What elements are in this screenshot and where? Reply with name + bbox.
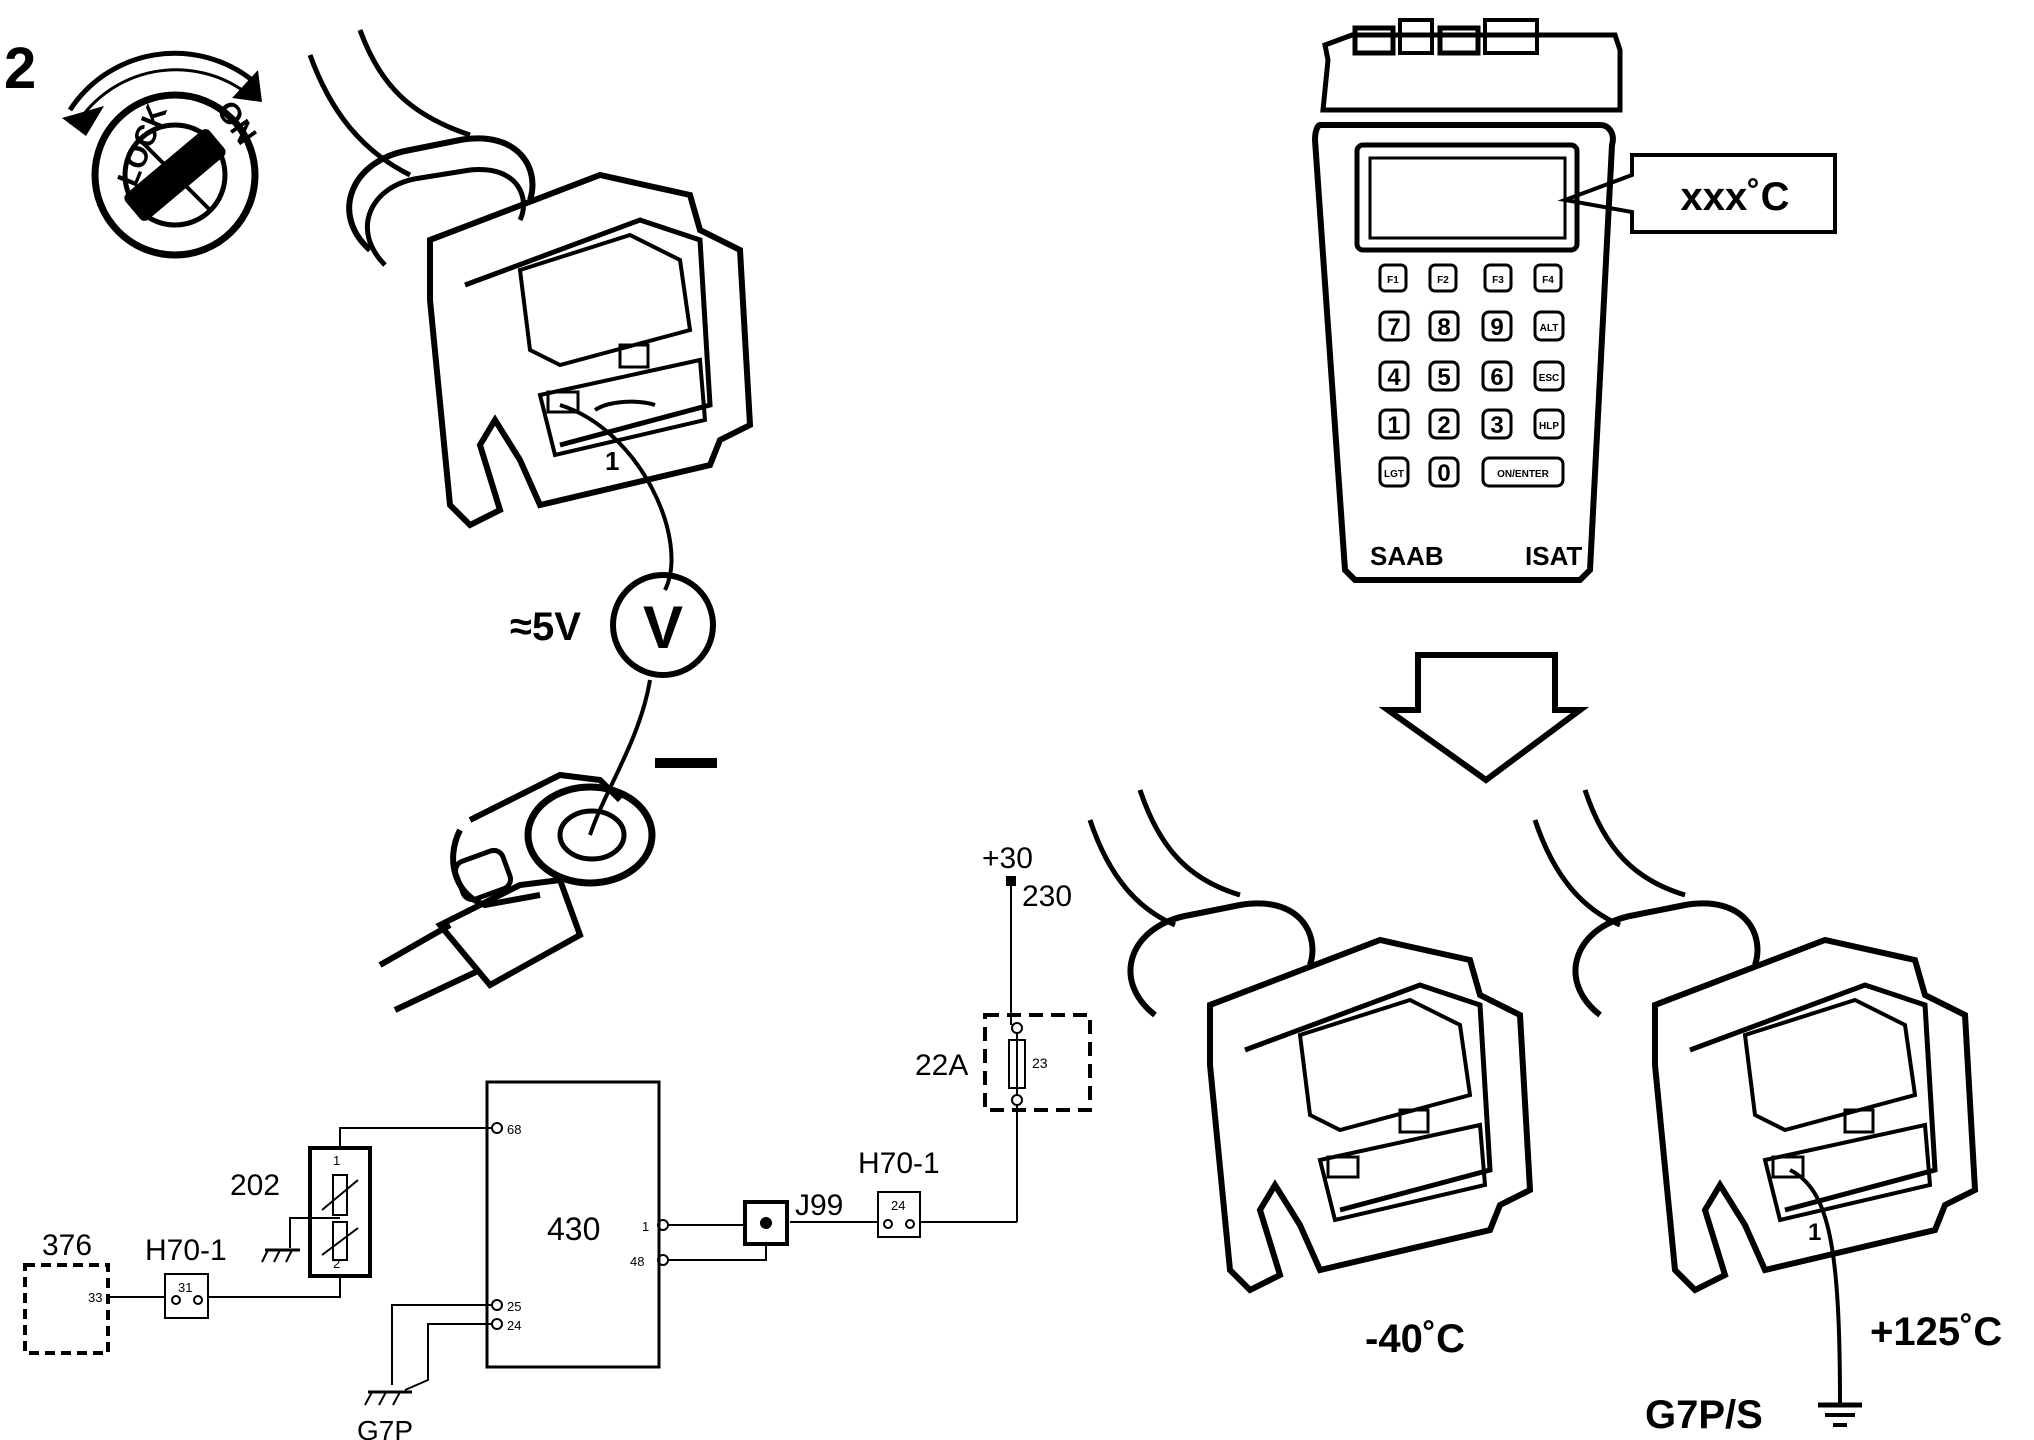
tester-key-label: F3 [1492,275,1504,286]
tester-key-label: ON/ENTER [1497,469,1549,480]
ecu-pin-25: 25 [507,1299,521,1314]
ecu-pin-48: 48 [630,1254,644,1269]
voltage-reading: ≈5V [510,605,581,649]
tester-brand: SAAB [1370,541,1444,571]
tester-key [1378,310,1410,342]
tester-key [1378,360,1410,392]
tester-key-label: HLP [1539,421,1559,432]
supply-label: +30 [982,842,1033,875]
tester-key-label: 7 [1387,314,1400,341]
junction-label: J99 [795,1189,843,1222]
connector-top-label: H70-1 [858,1147,940,1180]
tester-key [1533,310,1565,342]
tester-key-label: 6 [1490,364,1503,391]
step-number: 2 [4,36,36,101]
connector-bottom-pin: 31 [178,1280,192,1295]
tester-key [1533,408,1565,440]
ground-symbol-icon [1818,1402,1862,1427]
tester-model: ISAT [1525,541,1582,571]
connector-top-pin: 24 [891,1198,905,1213]
tester-key-label: F1 [1387,275,1399,286]
tester-key-label: 5 [1437,364,1450,391]
ground-terminal-drawing [378,771,656,1013]
tester-key-label: 3 [1490,412,1503,439]
tester-key [1378,408,1410,440]
tester-key [1428,310,1460,342]
connector-left-pin-label: 1 [605,446,619,476]
tester-key [1481,408,1513,440]
voltmeter-icon: V [610,572,716,678]
tester-key-f1 [1378,263,1408,293]
wiring-schematic: +30 230 22A 23 H70-1 24 J99 430 68 1 [23,842,1092,1440]
tester-key-label: F2 [1437,275,1449,286]
tester-key-label: 4 [1387,364,1401,391]
sensor-label: 202 [230,1169,280,1202]
tester-key [1428,360,1460,392]
tester-key [1428,456,1460,488]
display-callout: xxx˚C [1557,153,1837,234]
connector-bottom-label: H70-1 [145,1234,227,1267]
tester-key-label: 2 [1437,412,1450,439]
instrument-label: 376 [42,1229,92,1262]
display-value: xxx˚C [1681,175,1790,219]
tester-screen [1354,142,1580,253]
connector-hot-drawing: 1 +125˚C [1532,789,2002,1406]
sensor-pin-2: 2 [333,1256,340,1271]
tester-key-label: LGT [1384,469,1404,480]
voltmeter-symbol: V [643,594,683,661]
ecu-pin-68: 68 [507,1122,521,1137]
tester-key-label: ESC [1539,373,1560,384]
ignition-switch-icon: LOCK ON [62,50,263,259]
negative-sign-icon [655,758,717,768]
down-arrow-icon [1378,652,1590,784]
sensor-pin-1: 1 [333,1153,340,1168]
tester-key-f4 [1533,263,1563,293]
tester-key [1428,408,1460,440]
hot-temp-label: +125˚C [1870,1310,2002,1354]
ecu-pin-1: 1 [642,1219,649,1234]
tester-key-label: 9 [1490,314,1503,341]
probe-wire-bottom [588,679,652,836]
ground-label: G7P/S [1645,1393,1763,1437]
instrument-pin: 33 [88,1290,102,1305]
probe-wire-top [559,403,674,591]
tester-key-label: ALT [1540,323,1559,334]
tester-key [1481,456,1565,488]
supply-terminal [1006,876,1016,886]
cold-temp-label: -40˚C [1365,1317,1465,1361]
connector-cold-drawing: -40˚C [1087,789,1534,1361]
tester-key-label: F4 [1542,275,1554,286]
tester-keypad: F1 F2 F3 F4 7 8 9 ALT 4 5 6 ESC 1 2 3 HLP LGT 0 ON/ENTER [1378,263,1565,488]
hot-pin-label: 1 [1808,1219,1821,1246]
ecu-label: 430 [547,1211,600,1247]
fuse-number: 23 [1032,1055,1048,1071]
connector-left-drawing: 1 [307,29,754,529]
fuse-box-label: 22A [915,1049,968,1082]
tester-key [1378,456,1410,488]
tester-key-label: 8 [1437,314,1450,341]
tester-key-label: 1 [1387,412,1400,439]
isat-tester: F1 F2 F3 F4 7 8 9 ALT 4 5 6 ESC 1 2 3 HLP LGT 0 ON/ENTER S… [1311,18,1623,583]
tester-key-label: 0 [1437,460,1450,487]
tester-key [1481,310,1513,342]
tester-key [1533,360,1565,392]
supply-wire-label: 230 [1022,880,1072,913]
tester-key [1481,360,1513,392]
ground-g7p-label: G7P [357,1415,413,1440]
tester-key-f2 [1428,263,1458,293]
tester-key-f3 [1483,263,1513,293]
ecu-pin-24: 24 [507,1318,521,1333]
